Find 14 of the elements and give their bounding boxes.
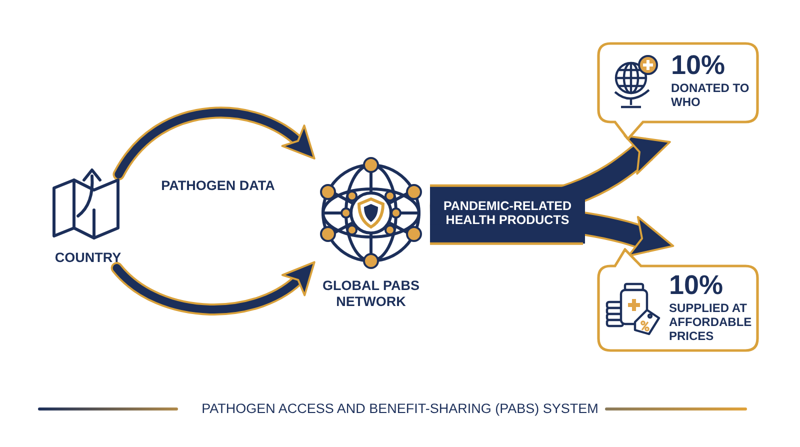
- edge-label: PANDEMIC-RELATED HEALTH PRODUCTS: [442, 198, 572, 228]
- node-label: COUNTRY: [54, 250, 122, 266]
- split-arrow: [428, 138, 674, 256]
- percentage-value: 10%: [671, 52, 726, 79]
- caption: PATHOGEN ACCESS AND BENEFIT-SHARING (PABS) SYSTEM: [200, 401, 600, 417]
- node-label: GLOBAL PABS NETWORK: [321, 278, 420, 310]
- speech-bubble: [597, 42, 759, 140]
- speech-bubble: [597, 248, 759, 352]
- percentage-value: 10%: [669, 272, 724, 299]
- callout-text: SUPPLIED AT AFFORDABLE PRICES: [669, 302, 753, 344]
- flow-label: PATHOGEN DATA: [160, 178, 276, 194]
- callout-text: DONATED TO WHO: [671, 82, 750, 110]
- curved-arrow: [110, 262, 317, 316]
- curved-arrow: [112, 106, 316, 180]
